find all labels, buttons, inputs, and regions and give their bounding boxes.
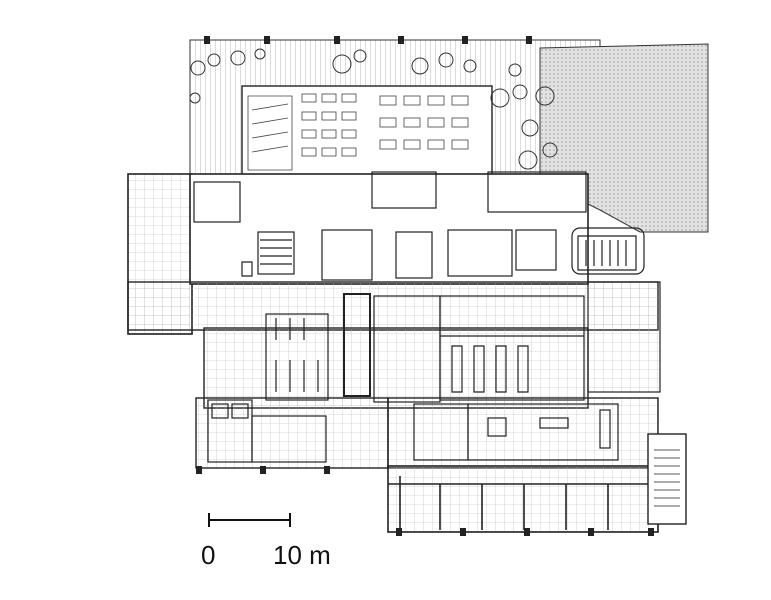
entrance-stair xyxy=(571,227,645,275)
tree xyxy=(411,57,429,75)
toilet-block xyxy=(193,181,241,223)
tree xyxy=(512,84,528,100)
columns xyxy=(196,36,654,536)
tree xyxy=(353,49,367,63)
southeast-block xyxy=(387,397,659,469)
tree xyxy=(190,60,206,76)
dining-hall xyxy=(241,85,493,177)
tree xyxy=(207,53,221,67)
lift-core xyxy=(515,229,557,271)
workshop xyxy=(467,403,619,461)
dining-tables xyxy=(247,93,469,171)
tree xyxy=(521,119,539,137)
south-classrooms xyxy=(387,465,659,533)
bench xyxy=(599,409,611,449)
room xyxy=(321,229,373,281)
bench xyxy=(487,417,507,437)
tree xyxy=(254,48,266,60)
scale-bar xyxy=(208,513,291,527)
bench xyxy=(539,417,569,429)
service-room xyxy=(487,171,587,213)
southwest-block xyxy=(195,397,389,469)
room xyxy=(371,171,437,209)
tree xyxy=(332,54,352,74)
office xyxy=(251,415,327,463)
wc-block xyxy=(265,313,329,401)
tree xyxy=(542,142,558,158)
tree xyxy=(508,63,522,77)
bench xyxy=(211,403,229,419)
classroom-partitions xyxy=(388,476,648,530)
tree xyxy=(490,88,510,108)
utility-room xyxy=(343,293,371,397)
tree xyxy=(189,92,201,104)
east-stair-block xyxy=(647,433,687,525)
main-corridor xyxy=(127,281,659,331)
east-wing xyxy=(587,281,661,393)
south-block xyxy=(203,327,589,409)
tree xyxy=(518,150,538,170)
central-rooms xyxy=(193,171,645,281)
tree xyxy=(535,86,555,106)
room xyxy=(395,231,433,279)
lab xyxy=(439,295,585,401)
scale-start-label: 0 xyxy=(201,540,216,570)
main-building xyxy=(127,173,687,533)
stair-core xyxy=(257,231,295,275)
east-stairs xyxy=(654,449,680,507)
trees xyxy=(189,48,558,170)
south-rooms xyxy=(207,293,619,463)
central-block xyxy=(189,173,589,285)
scale-end-label: 10 m xyxy=(273,540,331,570)
tree xyxy=(438,52,454,68)
bench xyxy=(231,403,249,419)
tree xyxy=(230,50,246,66)
tree xyxy=(463,59,477,73)
kitchen xyxy=(447,229,513,277)
